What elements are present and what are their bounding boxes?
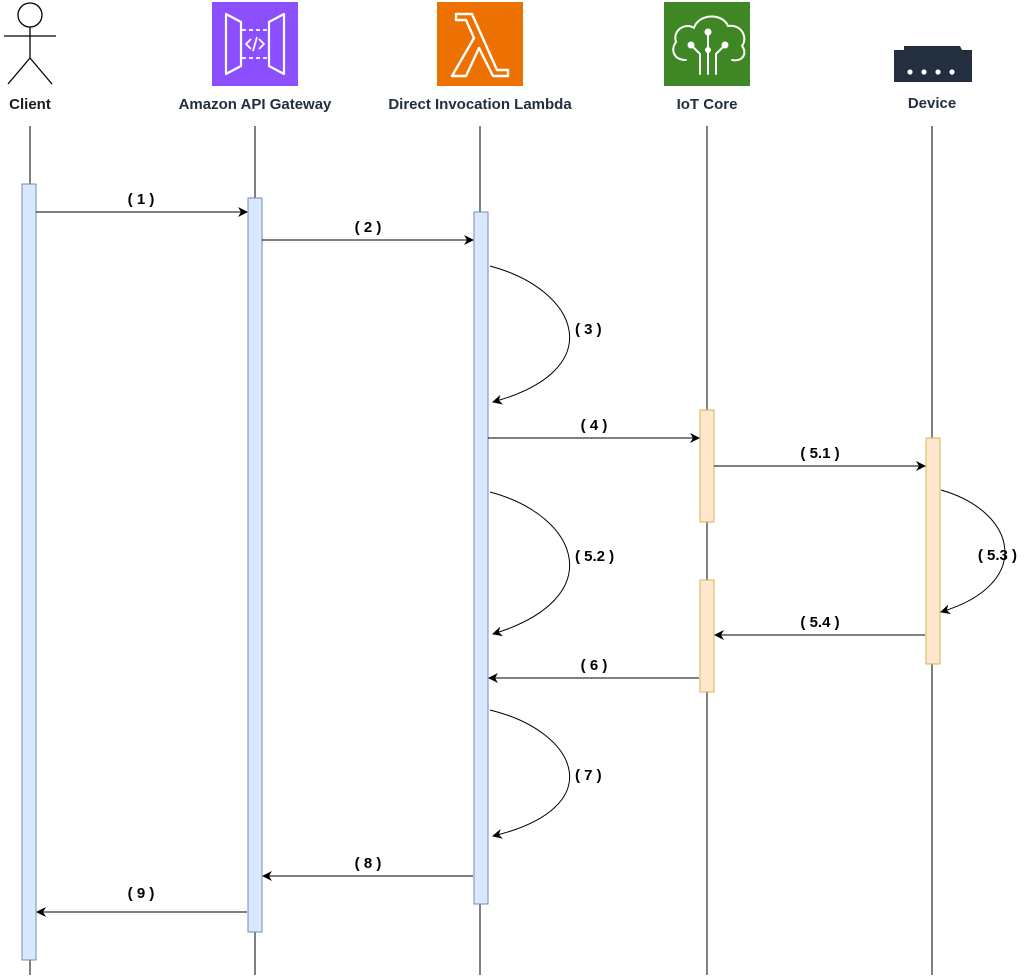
iot-core-activation-2 xyxy=(699,579,715,693)
step-8-label: ( 8 ) xyxy=(355,855,382,872)
message-7-arrow xyxy=(489,709,571,839)
step-9-label: ( 9 ) xyxy=(128,885,155,902)
client-activation xyxy=(21,183,37,961)
api-gateway-label: Amazon API Gateway xyxy=(179,96,332,113)
step-5-3-label: ( 5.3 ) xyxy=(978,547,1017,564)
api-gateway-activation xyxy=(247,197,263,933)
step-1-label: ( 1 ) xyxy=(128,191,155,208)
lambda-activation xyxy=(473,211,489,905)
lambda-icon xyxy=(437,2,523,86)
message-3-arrow xyxy=(489,265,571,405)
message-5-2-arrow xyxy=(489,491,571,637)
step-7-label: ( 7 ) xyxy=(575,767,602,784)
client-label: Client xyxy=(9,96,51,113)
step-5-2-label: ( 5.2 ) xyxy=(575,548,614,565)
device-activation xyxy=(925,437,941,665)
device-label: Device xyxy=(908,95,956,112)
step-5-1-label: ( 5.1 ) xyxy=(800,445,839,462)
step-3-label: ( 3 ) xyxy=(575,321,602,338)
device-icon xyxy=(894,46,972,82)
step-4-label: ( 4 ) xyxy=(581,417,608,434)
step-6-label: ( 6 ) xyxy=(581,657,608,674)
client-actor-icon xyxy=(4,2,56,85)
iot-core-activation-1 xyxy=(699,409,715,523)
message-5-3-arrow xyxy=(940,489,1006,615)
step-5-4-label: ( 5.4 ) xyxy=(800,614,839,631)
api-gateway-icon xyxy=(212,2,298,86)
iot-core-icon xyxy=(664,2,750,86)
step-2-label: ( 2 ) xyxy=(355,219,382,236)
iot-core-label: IoT Core xyxy=(677,96,738,113)
lambda-label: Direct Invocation Lambda xyxy=(388,96,572,113)
